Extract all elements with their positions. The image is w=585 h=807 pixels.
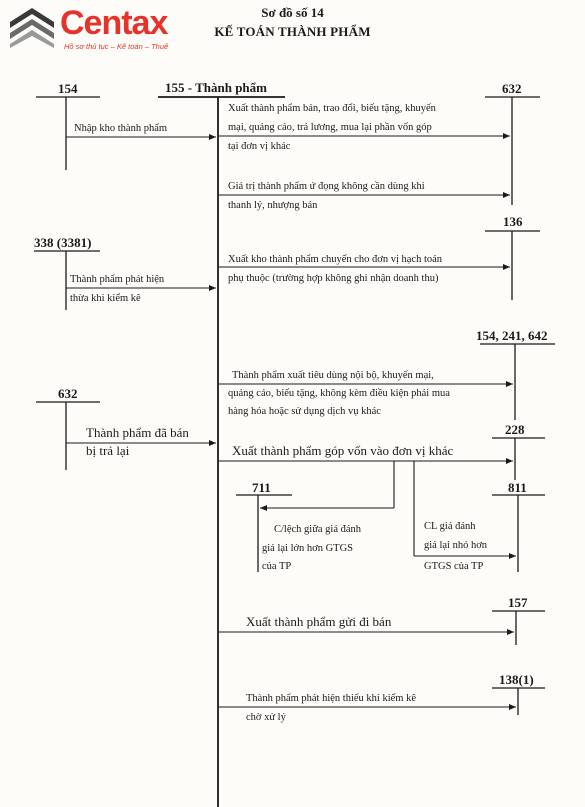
account-157: 157 xyxy=(508,595,528,610)
label-tra-lai-2: bị trả lại xyxy=(86,443,130,458)
label-xuat-ban-3: tại đơn vị khác xyxy=(228,141,291,152)
account-811: 811 xyxy=(508,480,527,495)
label-tra-lai-1: Thành phẩm đã bán xyxy=(86,425,189,440)
label-noi-bo-1: Thành phẩm xuất tiêu dùng nội bộ, khuyến… xyxy=(232,370,434,381)
label-clech-1: C/lệch giữa giá đánh xyxy=(274,524,362,535)
label-nhap-kho: Nhập kho thành phẩm xyxy=(74,123,168,134)
label-gui-ban: Xuất thành phẩm gửi đi bán xyxy=(246,614,392,629)
label-phu-thuoc-1: Xuất kho thành phẩm chuyển cho đơn vị hạ… xyxy=(228,254,443,265)
label-noi-bo-3: hàng hóa hoặc sử dụng dịch vụ khác xyxy=(228,406,381,417)
label-ung-dong-1: Giá trị thành phẩm ứ đọng không cần dùng… xyxy=(228,181,425,192)
account-632-top: 632 xyxy=(502,81,522,96)
label-thua-1: Thành phẩm phát hiện xyxy=(70,274,165,285)
logo-tagline: Hồ sơ thủ tục – Kế toán – Thuế xyxy=(64,42,169,51)
label-thieu-2: chờ xử lý xyxy=(246,712,286,723)
label-thua-2: thừa khi kiểm kê xyxy=(70,293,141,304)
label-gop-von: Xuất thành phẩm góp vốn vào đơn vị khác xyxy=(232,443,454,458)
account-136: 136 xyxy=(503,214,523,229)
label-xuat-ban-1: Xuất thành phẩm bán, trao đổi, biếu tặng… xyxy=(228,103,436,114)
diagram-number: Sơ đồ số 14 xyxy=(261,5,324,20)
label-cl-nho-3: GTGS của TP xyxy=(424,561,484,572)
label-thieu-1: Thành phẩm phát hiện thiếu khi kiểm kê xyxy=(246,693,416,704)
label-phu-thuoc-2: phụ thuộc (trường hợp không ghi nhận doa… xyxy=(228,273,439,284)
account-1381: 138(1) xyxy=(499,672,534,687)
label-ung-dong-2: thanh lý, nhượng bán xyxy=(228,200,318,211)
diagram-title: KẾ TOÁN THÀNH PHẨM xyxy=(214,24,371,39)
account-155: 155 - Thành phẩm xyxy=(165,80,267,95)
label-xuat-ban-2: mại, quảng cáo, trả lương, mua lại phần … xyxy=(228,122,432,133)
label-clech-2: giá lại lớn hơn GTGS xyxy=(262,543,354,554)
label-cl-nho-2: giá lại nhỏ hơn xyxy=(424,540,487,551)
account-3381: 338 (3381) xyxy=(34,235,92,250)
label-clech-3: của TP xyxy=(262,561,292,572)
account-154: 154 xyxy=(58,81,78,96)
account-228: 228 xyxy=(505,422,525,437)
label-cl-nho-1: CL giá đánh xyxy=(424,521,476,532)
label-noi-bo-2: quảng cáo, biếu tặng, không kèm điều kiệ… xyxy=(228,388,450,399)
account-154-241-642: 154, 241, 642 xyxy=(476,328,548,343)
account-632-left: 632 xyxy=(58,386,78,401)
account-711: 711 xyxy=(252,480,271,495)
logo-name: Centax xyxy=(60,4,168,42)
centax-logo-icon xyxy=(10,8,54,48)
